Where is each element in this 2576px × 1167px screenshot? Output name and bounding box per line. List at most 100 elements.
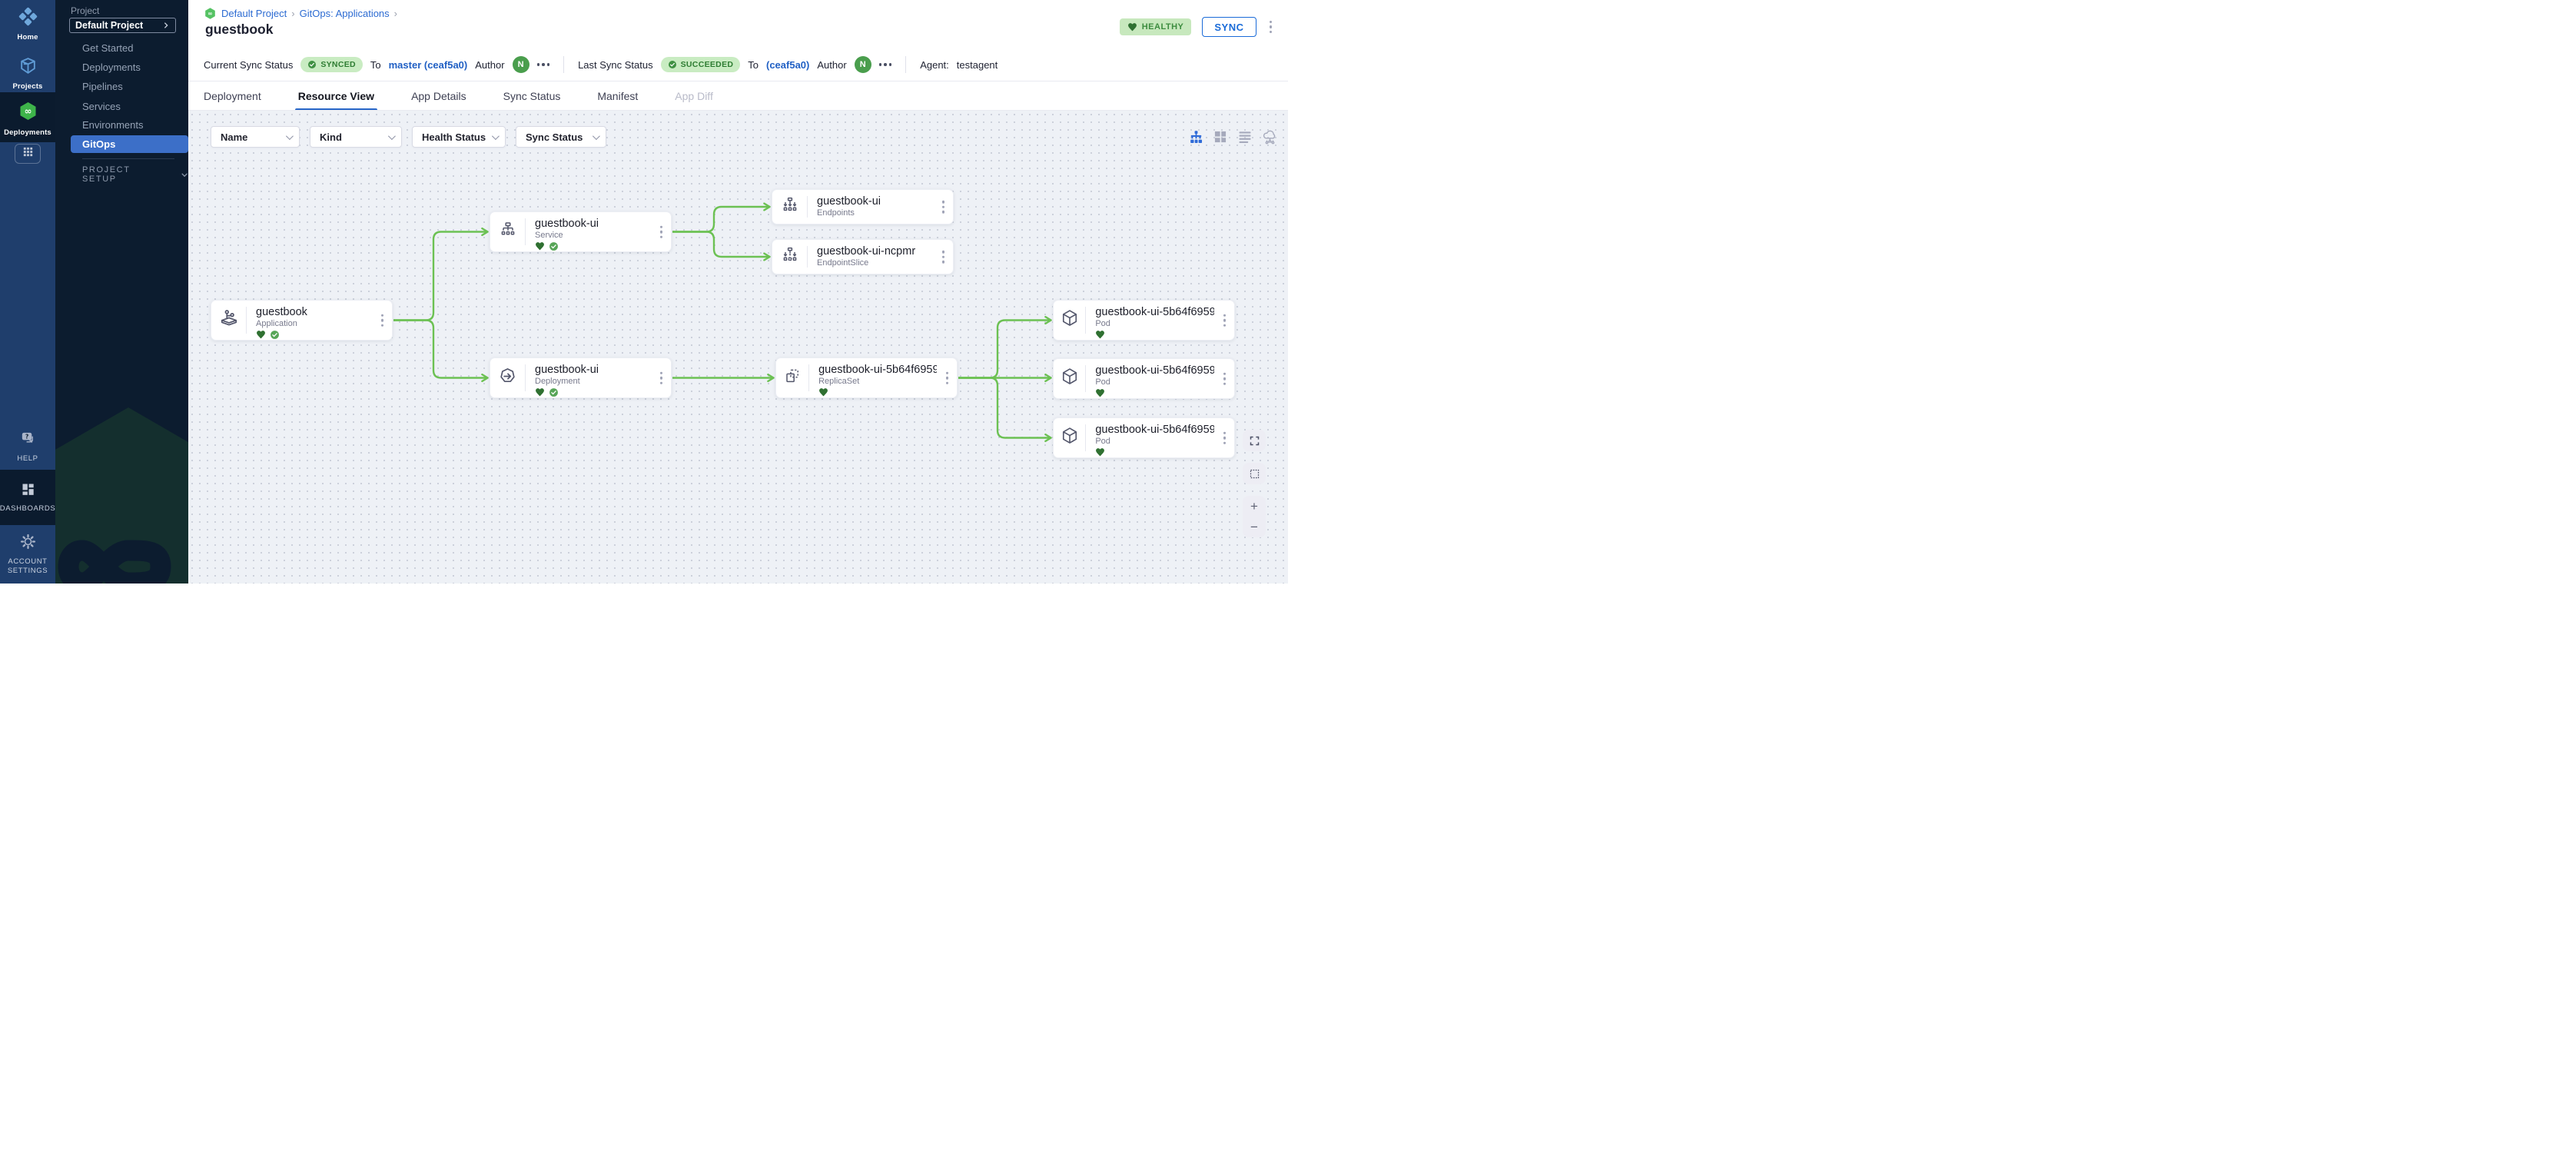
tab-manifest[interactable]: Manifest	[597, 90, 639, 102]
resource-kind: EndpointSlice	[817, 258, 869, 268]
current-revision-link[interactable]: master (ceaf5a0)	[388, 58, 468, 71]
service-icon	[499, 221, 517, 243]
resource-node[interactable]: guestbook-ui-5b64f69597 ReplicaSet	[775, 357, 958, 398]
resource-node[interactable]: guestbook-ui Service	[490, 211, 672, 252]
view-toggle-group	[1188, 129, 1278, 145]
commit-details-kebab[interactable]	[536, 63, 550, 66]
resource-kind: Endpoints	[817, 208, 855, 218]
node-menu-kebab[interactable]	[940, 198, 948, 216]
resource-status	[535, 241, 599, 251]
filter-bar: Name Kind Health Status Sync Status	[211, 126, 606, 148]
resource-status	[1095, 388, 1214, 398]
node-menu-kebab[interactable]	[379, 311, 387, 329]
resource-name: guestbook-ui-5b64f6959...	[1095, 306, 1214, 318]
sidebar-item-deployments[interactable]: Deployments	[82, 62, 141, 73]
commit-details-kebab[interactable]	[878, 63, 892, 66]
synced-check-icon	[549, 242, 558, 251]
rail-item-label: Home	[17, 33, 38, 42]
filter-sync-status-dropdown[interactable]: Sync Status	[516, 126, 606, 148]
last-revision-link[interactable]: (ceaf5a0)	[766, 58, 810, 71]
resource-kind: ReplicaSet	[818, 377, 860, 386]
tab-app-diff[interactable]: App Diff	[675, 90, 713, 102]
breadcrumb-separator: ›	[291, 8, 295, 19]
sync-button[interactable]: SYNC	[1202, 17, 1256, 37]
node-menu-kebab[interactable]	[658, 223, 666, 241]
graph-edge	[393, 232, 487, 321]
resource-node[interactable]: guestbook-ui-5b64f6959... Pod	[1053, 358, 1235, 399]
sidebar-project-setup[interactable]: PROJECT SETUP	[82, 165, 188, 184]
tab-app-details[interactable]: App Details	[411, 90, 466, 102]
tab-resource-view[interactable]: Resource View	[294, 81, 378, 111]
node-menu-kebab[interactable]	[944, 369, 951, 387]
rail-item-dashboards[interactable]: DASHBOARDS	[0, 481, 55, 514]
tab-sync-status[interactable]: Sync Status	[503, 90, 561, 102]
grid-view-icon[interactable]	[1213, 129, 1229, 145]
resource-node[interactable]: guestbook-ui-ncpmr EndpointSlice	[772, 239, 954, 274]
resource-name: guestbook-ui	[817, 195, 881, 208]
tree-view-icon[interactable]	[1188, 129, 1204, 145]
rail-item-deployments[interactable]: ∞ Deployments	[0, 101, 55, 138]
fullscreen-button[interactable]	[1243, 430, 1266, 451]
network-view-icon[interactable]	[1262, 129, 1278, 145]
rail-item-help[interactable]: ? HELP	[0, 430, 55, 464]
filter-name-dropdown[interactable]: Name	[211, 126, 300, 148]
resource-status	[1095, 330, 1214, 340]
filter-health-status-dropdown[interactable]: Health Status	[412, 126, 506, 148]
resource-node[interactable]: guestbook-ui Deployment	[490, 357, 672, 398]
project-selector-value: Default Project	[75, 20, 144, 31]
sidebar-item-services[interactable]: Services	[82, 101, 121, 112]
graph-edge	[958, 321, 1051, 379]
chevron-down-icon	[491, 131, 500, 140]
breadcrumb: ∞ Default Project › GitOps: Applications…	[204, 7, 397, 20]
sidebar-item-get-started[interactable]: Get Started	[82, 42, 134, 54]
breadcrumb-project-link[interactable]: Default Project	[221, 8, 287, 19]
gear-icon	[19, 533, 37, 554]
list-view-icon[interactable]	[1237, 129, 1253, 145]
sidebar-item-pipelines[interactable]: Pipelines	[82, 81, 123, 92]
rail-item-label: HELP	[17, 454, 38, 463]
sidebar-active-highlight	[71, 135, 188, 153]
rail-item-projects[interactable]: Projects	[0, 56, 55, 91]
box-select-button[interactable]	[1243, 463, 1266, 484]
node-menu-kebab[interactable]	[1221, 429, 1229, 447]
app-menu-kebab[interactable]	[1267, 18, 1275, 36]
node-menu-kebab[interactable]	[940, 248, 948, 266]
health-status-badge: HEALTHY	[1119, 18, 1192, 35]
node-menu-kebab[interactable]	[1221, 370, 1229, 387]
resource-kind: Service	[535, 231, 563, 240]
resource-name: guestbook	[256, 306, 307, 318]
sidebar-item-environments[interactable]: Environments	[82, 119, 144, 131]
rail-item-home[interactable]: Home	[0, 7, 55, 42]
app-header: ∞ Default Project › GitOps: Applications…	[188, 0, 1288, 111]
rail-more-modules-button[interactable]	[15, 144, 41, 164]
resource-node[interactable]: guestbook-ui Endpoints	[772, 189, 954, 224]
header-actions: HEALTHY SYNC	[1119, 17, 1275, 37]
tab-deployment[interactable]: Deployment	[204, 90, 261, 102]
check-circle-icon	[308, 61, 317, 68]
health-badge-label: HEALTHY	[1141, 22, 1184, 32]
heart-icon	[1127, 22, 1137, 31]
breadcrumb-section-link[interactable]: GitOps: Applications	[299, 8, 390, 19]
pod-icon	[1060, 308, 1080, 332]
node-menu-kebab[interactable]	[1221, 311, 1229, 329]
zoom-in-button[interactable]: +	[1250, 498, 1258, 514]
deployments-icon: ∞	[18, 101, 38, 125]
fullscreen-icon	[1250, 436, 1259, 445]
projects-icon	[18, 56, 38, 79]
resource-node[interactable]: guestbook-ui-5b64f6959... Pod	[1053, 300, 1235, 341]
gitops-logo-icon: ∞	[204, 7, 217, 20]
resource-tree-canvas[interactable]: Name Kind Health Status Sync Status gues…	[188, 111, 1288, 584]
zoom-out-button[interactable]: −	[1250, 519, 1258, 534]
graph-edge	[672, 231, 769, 258]
rail-item-account-settings[interactable]: ACCOUNT SETTINGS	[0, 533, 55, 576]
filter-kind-dropdown[interactable]: Kind	[310, 126, 402, 148]
node-menu-kebab[interactable]	[658, 369, 666, 387]
rail-item-label: Deployments	[4, 128, 51, 137]
svg-text:?: ?	[25, 434, 28, 441]
project-selector[interactable]: Default Project	[69, 18, 176, 33]
resource-node[interactable]: guestbook-ui-5b64f6959... Pod	[1053, 417, 1235, 458]
resource-node[interactable]: guestbook Application	[211, 300, 393, 341]
graph-edge	[672, 207, 769, 233]
project-section-label: Project	[71, 5, 100, 16]
sidebar-item-gitops[interactable]: GitOps	[82, 138, 116, 150]
